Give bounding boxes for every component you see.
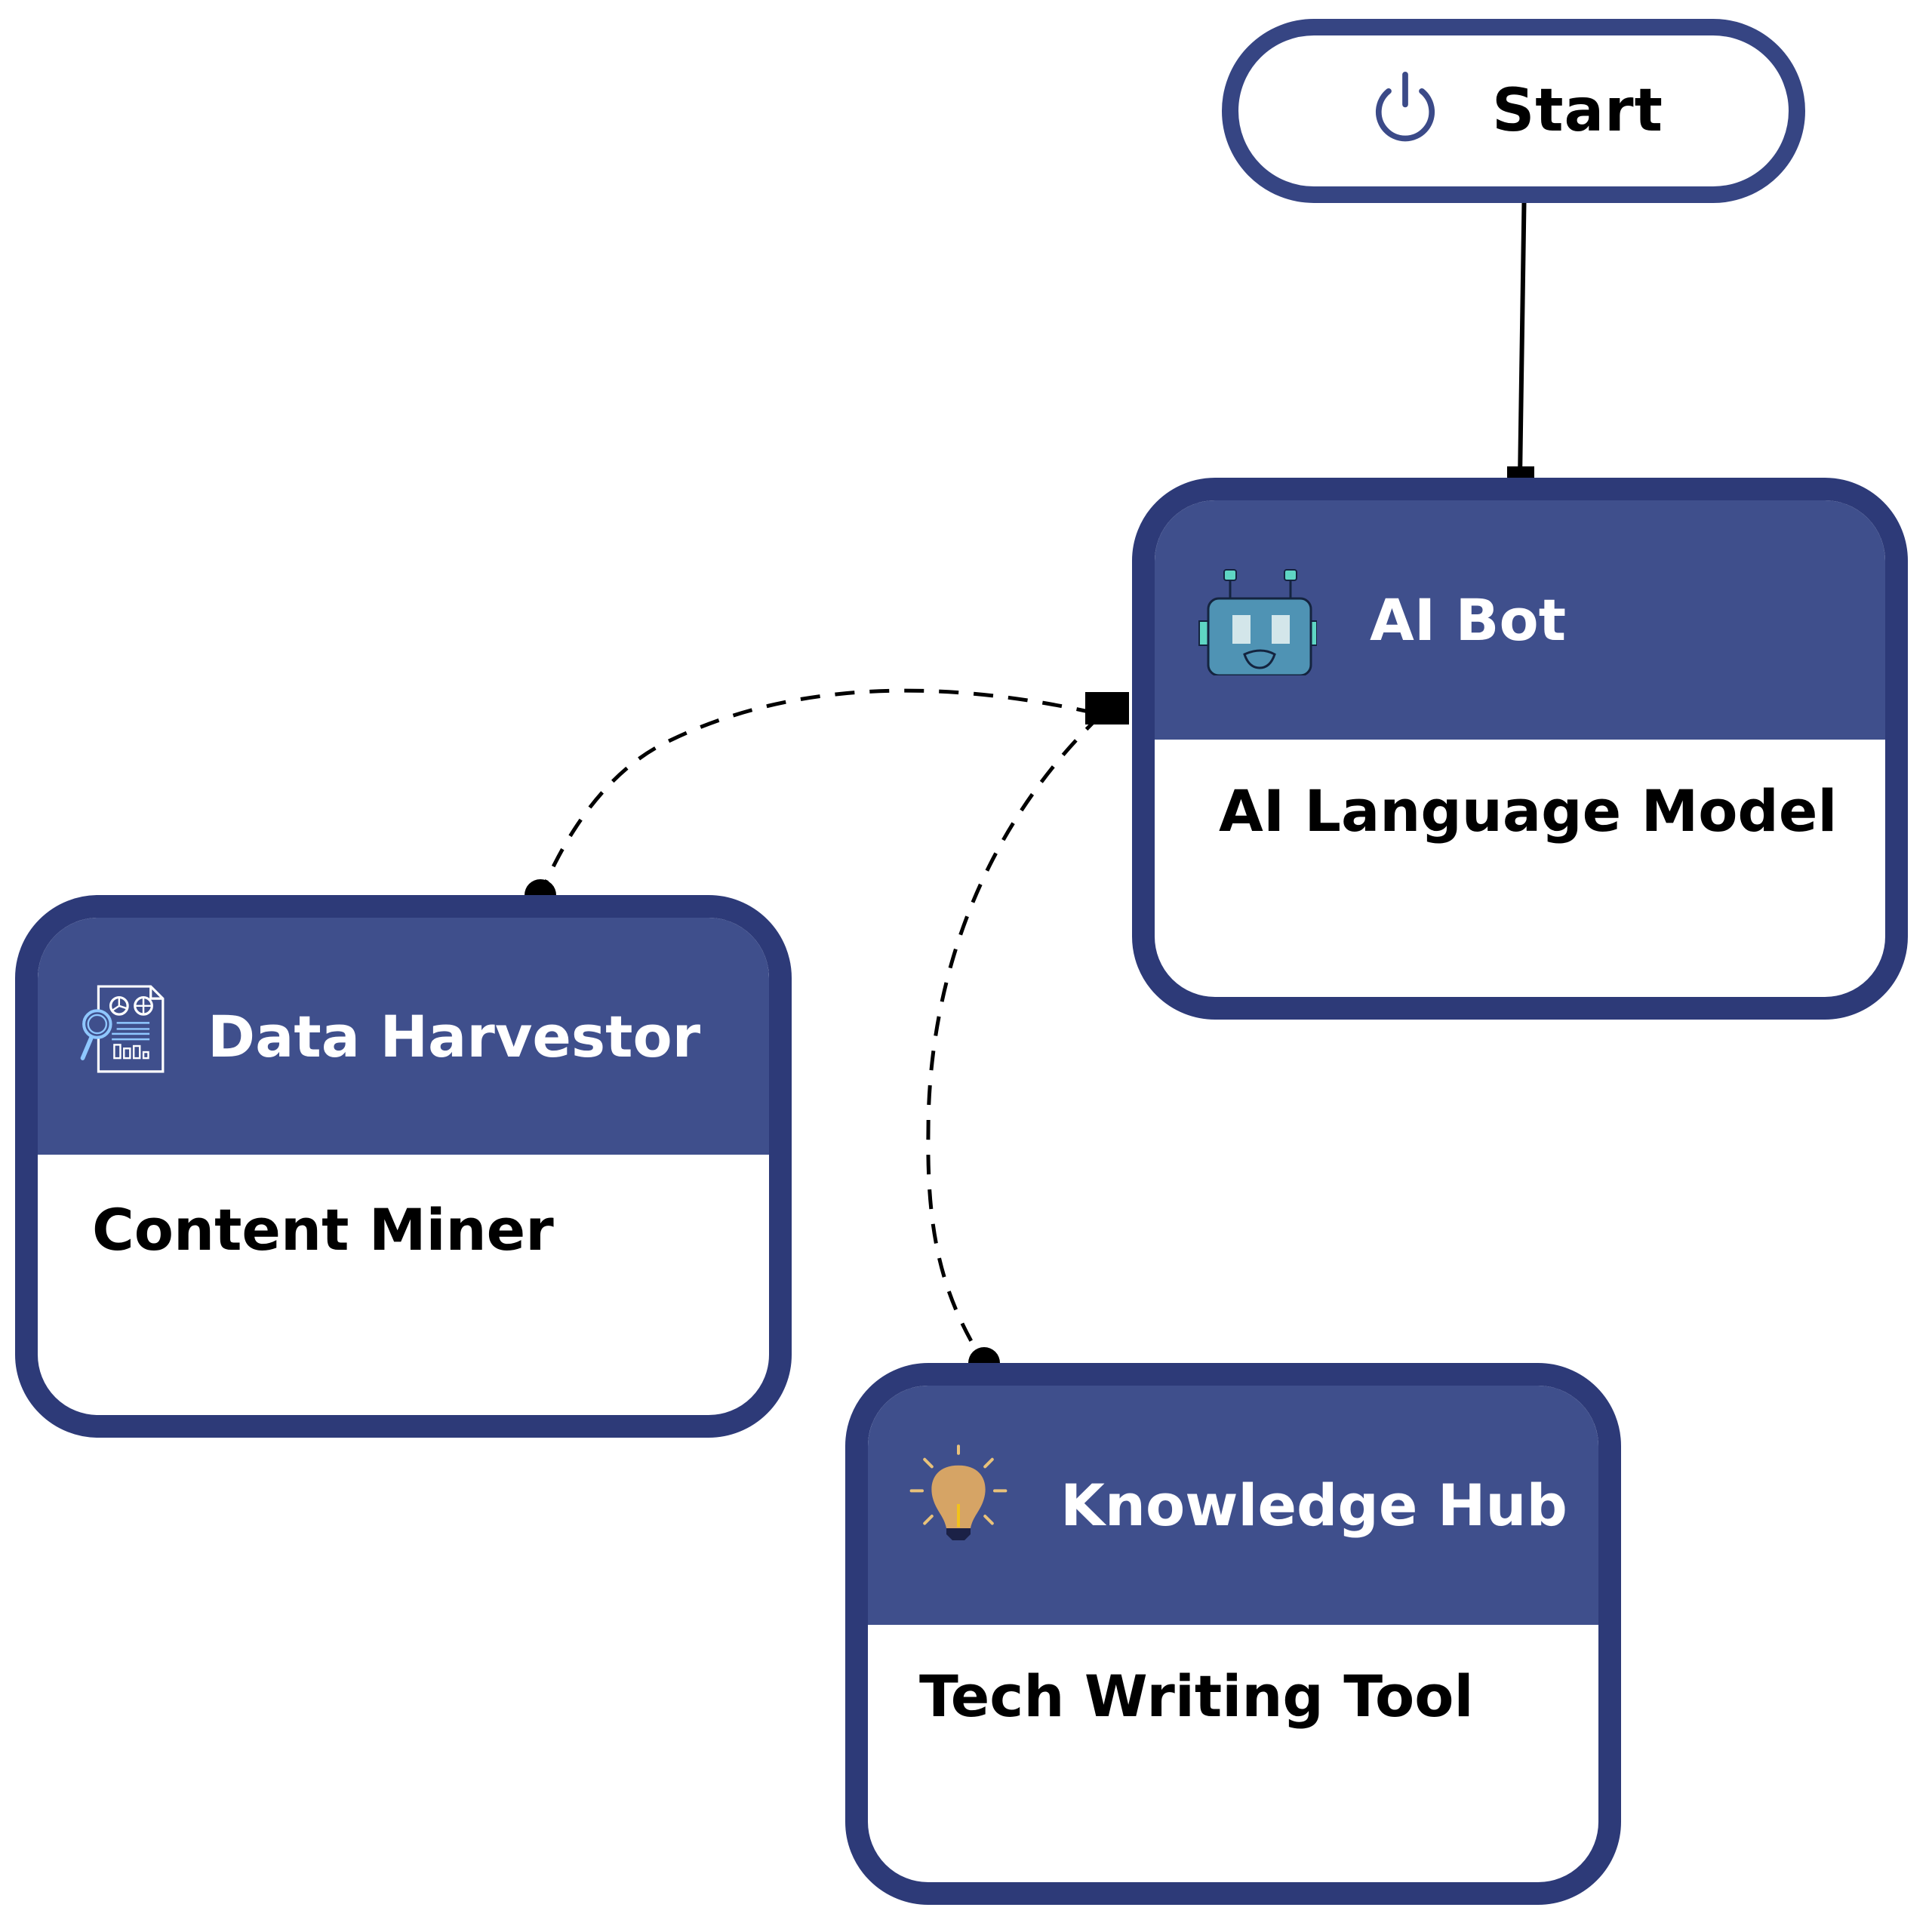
node-subtitle: Content Miner bbox=[92, 1196, 554, 1263]
node-subtitle: Tech Writing Tool bbox=[919, 1663, 1474, 1730]
node-title: Data Harvestor bbox=[208, 1002, 701, 1070]
node-title: Knowledge Hub bbox=[1060, 1472, 1567, 1539]
node-data-harvestor[interactable]: Data Harvestor Content Miner bbox=[15, 895, 792, 1438]
robot-icon bbox=[1196, 562, 1318, 678]
node-header: Data Harvestor bbox=[38, 918, 769, 1155]
lightbulb-icon bbox=[898, 1440, 1019, 1571]
edge-aibot-to-knowledge-hub bbox=[926, 714, 1102, 1364]
node-subtitle: AI Language Model bbox=[1219, 777, 1838, 844]
edge-start-to-aibot bbox=[1518, 177, 1527, 480]
start-label: Start bbox=[1492, 77, 1663, 145]
start-node[interactable]: Start bbox=[1222, 19, 1805, 203]
node-body: Tech Writing Tool bbox=[868, 1625, 1598, 1730]
document-analytics-icon bbox=[72, 980, 181, 1093]
node-header: Knowledge Hub bbox=[868, 1386, 1598, 1625]
node-header: AI Bot bbox=[1155, 500, 1885, 740]
connector-handle-aibot-left[interactable] bbox=[1085, 692, 1129, 724]
edge-aibot-to-data-harvestor bbox=[538, 688, 1097, 896]
node-body: Content Miner bbox=[38, 1155, 769, 1263]
power-icon bbox=[1364, 68, 1447, 154]
node-body: AI Language Model bbox=[1155, 740, 1885, 844]
node-ai-bot[interactable]: AI Bot AI Language Model bbox=[1132, 478, 1908, 1020]
node-title: AI Bot bbox=[1370, 586, 1567, 654]
node-knowledge-hub[interactable]: Knowledge Hub Tech Writing Tool bbox=[845, 1363, 1621, 1905]
